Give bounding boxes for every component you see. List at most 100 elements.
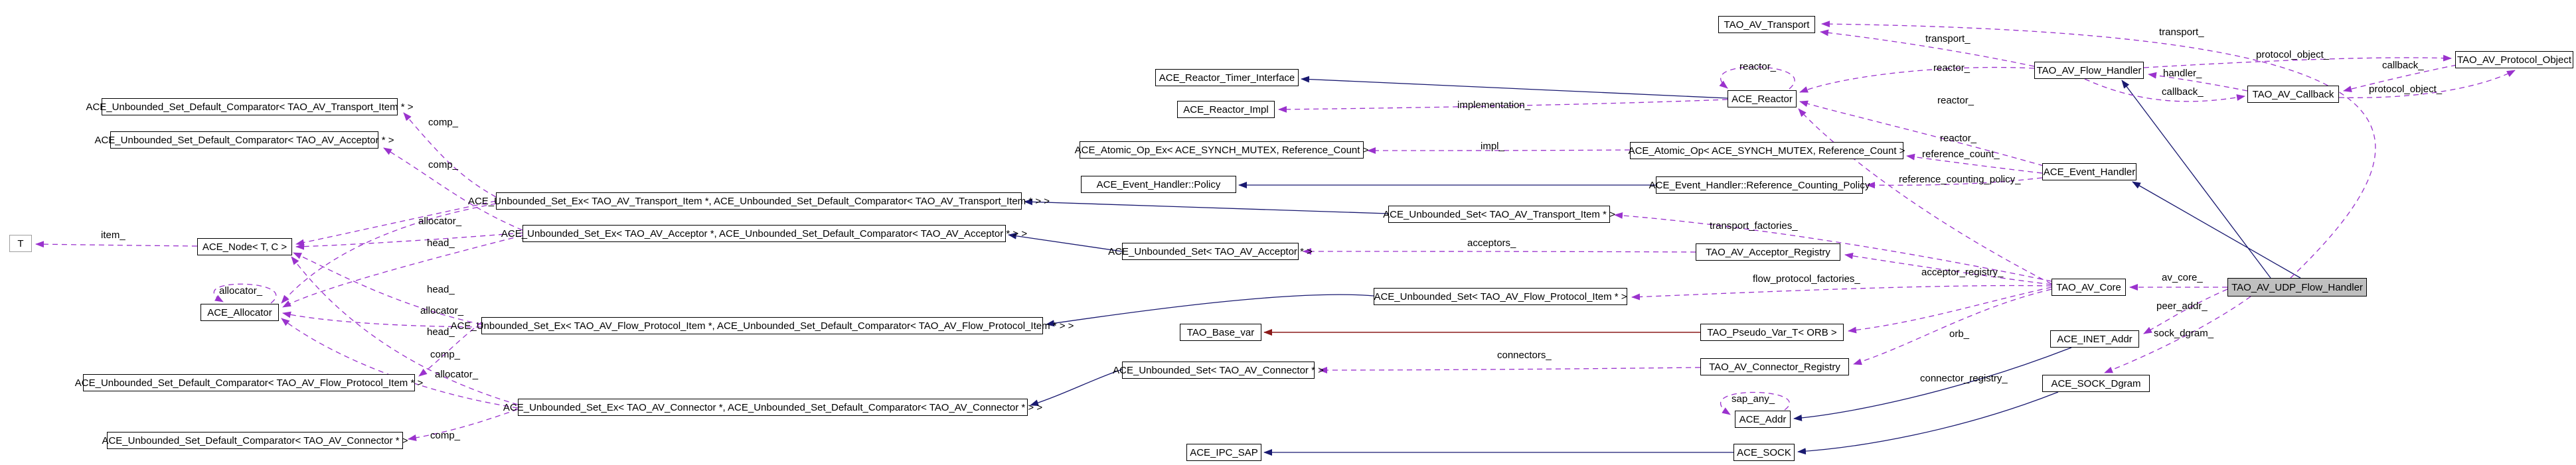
edge-set-connector-to-setex [1030, 369, 1123, 407]
node-reactor-timer-interface[interactable]: ACE_Reactor_Timer_Interface [1155, 69, 1299, 86]
edge-label-reactor: reactor_ [1940, 133, 1977, 144]
edge-label-impl: impl_ [1481, 141, 1504, 152]
node-tao-base-var[interactable]: TAO_Base_var [1180, 324, 1261, 341]
edge-udp-to-sockdgram [2104, 296, 2251, 373]
node-ace-sock[interactable]: ACE_SOCK [1733, 444, 1795, 461]
node-reference-counting-policy[interactable]: ACE_Event_Handler::Reference_Counting_Po… [1649, 176, 1870, 194]
edge-label-head: head_ [427, 237, 455, 249]
edge-node-to-t [35, 241, 198, 248]
edge-label-acceptor-registry: acceptor_registry_ [1921, 267, 2004, 278]
edge-core-to-acceptorregistry [1844, 252, 2052, 285]
node-tao-av-callback[interactable]: TAO_AV_Callback [2247, 86, 2339, 103]
edge-label-sock-dgram: sock_dgram_ [2154, 328, 2214, 339]
edge-label-connector-registry: connector_registry_ [1920, 373, 2008, 384]
node-template-param-t: T [9, 235, 32, 252]
edge-acceptorregistry-to-set [1303, 248, 1696, 255]
edge-setex-connector-to-node [291, 256, 519, 405]
edge-label-callback: callback_ [2382, 60, 2424, 71]
edge-reactor-to-timer-interface [1301, 76, 1728, 99]
node-ace-allocator[interactable]: ACE_Allocator [201, 304, 279, 321]
edge-atomicop-to-atomicopex [1367, 147, 1631, 154]
node-set-flow-protocol-item[interactable]: ACE_Unbounded_Set< TAO_AV_Flow_Protocol_… [1374, 288, 1627, 305]
node-setex-connector[interactable]: ACE_Unbounded_Set_Ex< TAO_AV_Connector *… [503, 399, 1042, 416]
node-pseudo-var-t-orb[interactable]: TAO_Pseudo_Var_T< ORB > [1700, 324, 1844, 341]
node-atomic-op-ex[interactable]: ACE_Atomic_Op_Ex< ACE_SYNCH_MUTEX, Refer… [1075, 141, 1368, 159]
edge-flowhandler-to-callback [2084, 78, 2245, 102]
edge-eventhandler-to-atomicop [1906, 153, 2043, 174]
edge-set-transport-to-setex [1024, 198, 1389, 214]
node-atomic-op[interactable]: ACE_Atomic_Op< ACE_SYNCH_MUTEX, Referenc… [1629, 142, 1905, 159]
node-set-acceptor[interactable]: ACE_Unbounded_Set< TAO_AV_Acceptor * > [1108, 243, 1313, 260]
edge-set-acceptor-to-setex [1008, 232, 1123, 252]
edge-label-reference-count: reference_count_ [1922, 149, 2000, 160]
edge-label-reactor: reactor_ [1933, 62, 1971, 74]
node-setex-acceptor[interactable]: ACE_Unbounded_Set_Ex< TAO_AV_Acceptor *,… [501, 225, 1027, 242]
edge-label-transport-factories: transport_factories_ [1710, 220, 1798, 232]
edge-setex-transport-to-node [295, 200, 497, 246]
edge-core-to-connectorregistry [1853, 289, 2052, 365]
node-ace-reactor[interactable]: ACE_Reactor [1728, 90, 1797, 107]
node-event-handler-policy[interactable]: ACE_Event_Handler::Policy [1081, 176, 1236, 193]
node-ace-node[interactable]: ACE_Node< T, C > [197, 238, 292, 255]
node-connector-registry[interactable]: TAO_AV_Connector_Registry [1700, 358, 1849, 375]
edge-label-implementation: implementation_ [1457, 100, 1531, 111]
edge-label-comp: comp_ [428, 117, 459, 128]
edge-label-reference-counting-policy: reference_counting_policy_ [1899, 174, 2021, 185]
edge-label-callback: callback_ [2162, 86, 2204, 98]
edge-callback-to-protocolobject [2338, 70, 2516, 98]
edge-label-reactor-self: reactor_ [1739, 61, 1777, 72]
edge-label-reactor: reactor_ [1937, 95, 1974, 106]
edge-reactor-self-loop [1719, 66, 1795, 90]
edge-label-protocol-object: protocol_object_ [2369, 84, 2443, 95]
edge-label-acceptors: acceptors_ [1467, 237, 1516, 249]
edge-flowhandler-to-protocolobject [2143, 54, 2452, 68]
edge-protocolobject-to-callback [2343, 64, 2457, 92]
edge-core-to-pseudovar [1848, 287, 2052, 334]
edge-label-transport: transport_ [2159, 27, 2204, 38]
node-ace-ipc-sap[interactable]: ACE_IPC_SAP [1186, 444, 1261, 461]
edge-label-item: item_ [101, 230, 125, 241]
node-tao-av-core[interactable]: TAO_AV_Core [2052, 279, 2126, 296]
edge-label-av-core: av_core_ [2162, 272, 2203, 283]
node-tao-av-flow-handler[interactable]: TAO_AV_Flow_Handler [2034, 62, 2144, 79]
edge-label-flow-protocol-factories: flow_protocol_factories_ [1753, 273, 1860, 285]
edge-label-transport: transport_ [1925, 33, 1971, 44]
node-tao-av-protocol-object[interactable]: TAO_AV_Protocol_Object [2455, 51, 2573, 68]
node-setex-flow-protocol-item[interactable]: ACE_Unbounded_Set_Ex< TAO_AV_Flow_Protoc… [451, 317, 1074, 334]
edge-label-sap-any: sap_any_ [1731, 393, 1775, 405]
node-ace-addr[interactable]: ACE_Addr [1735, 411, 1791, 428]
node-set-connector[interactable]: ACE_Unbounded_Set< TAO_AV_Connector * > [1113, 362, 1324, 379]
node-tao-av-transport[interactable]: TAO_AV_Transport [1718, 16, 1815, 33]
edge-setex-connector-to-comp [408, 409, 519, 441]
node-setex-transport-item[interactable]: ACE_Unbounded_Set_Ex< TAO_AV_Transport_I… [468, 192, 1050, 210]
node-ace-event-handler[interactable]: ACE_Event_Handler [2042, 163, 2136, 180]
node-set-transport-item[interactable]: ACE_Unbounded_Set< TAO_AV_Transport_Item… [1383, 206, 1615, 223]
edge-flowhandler-to-reactor [1799, 66, 2035, 93]
edge-setex-acceptor-to-node [295, 232, 523, 250]
edge-label-allocator: allocator_ [420, 305, 464, 316]
node-reactor-impl[interactable]: ACE_Reactor_Impl [1177, 101, 1275, 118]
edge-label-peer-addr: peer_addr_ [2156, 300, 2208, 312]
node-acceptor-registry[interactable]: TAO_AV_Acceptor_Registry [1696, 243, 1840, 261]
node-ace-inet-addr[interactable]: ACE_INET_Addr [2050, 330, 2139, 348]
edge-sockdgram-to-sock [1797, 391, 2059, 455]
edge-core-to-set-flow [1631, 285, 2052, 300]
edge-setex-connector-to-allocator [281, 318, 519, 409]
node-tao-av-udp-flow-handler-current: TAO_AV_UDP_Flow_Handler [2227, 278, 2367, 297]
edge-setex-acceptor-to-comp [383, 147, 523, 231]
edge-udp-to-flow-handler [2121, 80, 2271, 279]
node-ace-sock-dgram[interactable]: ACE_SOCK_Dgram [2042, 375, 2150, 392]
edge-allocator-self-loop [213, 283, 277, 304]
edge-setex-flow-to-node [293, 252, 482, 325]
node-comparator-connector[interactable]: ACE_Unbounded_Set_Default_Comparator< TA… [102, 432, 408, 449]
node-comparator-acceptor[interactable]: ACE_Unbounded_Set_Default_Comparator< TA… [94, 131, 394, 149]
node-comparator-flow-protocol-item[interactable]: ACE_Unbounded_Set_Default_Comparator< TA… [75, 374, 423, 391]
edge-flowhandler-to-transport [1820, 29, 2035, 67]
edge-label-head: head_ [427, 284, 455, 295]
edge-label-connectors: connectors_ [1497, 350, 1552, 361]
edge-connectorregistry-to-set [1319, 366, 1701, 373]
node-comparator-transport-item[interactable]: ACE_Unbounded_Set_Default_Comparator< TA… [86, 98, 414, 115]
edge-eventhandler-to-reactor [1799, 100, 2044, 166]
edge-setex-flow-to-comp [418, 322, 482, 377]
